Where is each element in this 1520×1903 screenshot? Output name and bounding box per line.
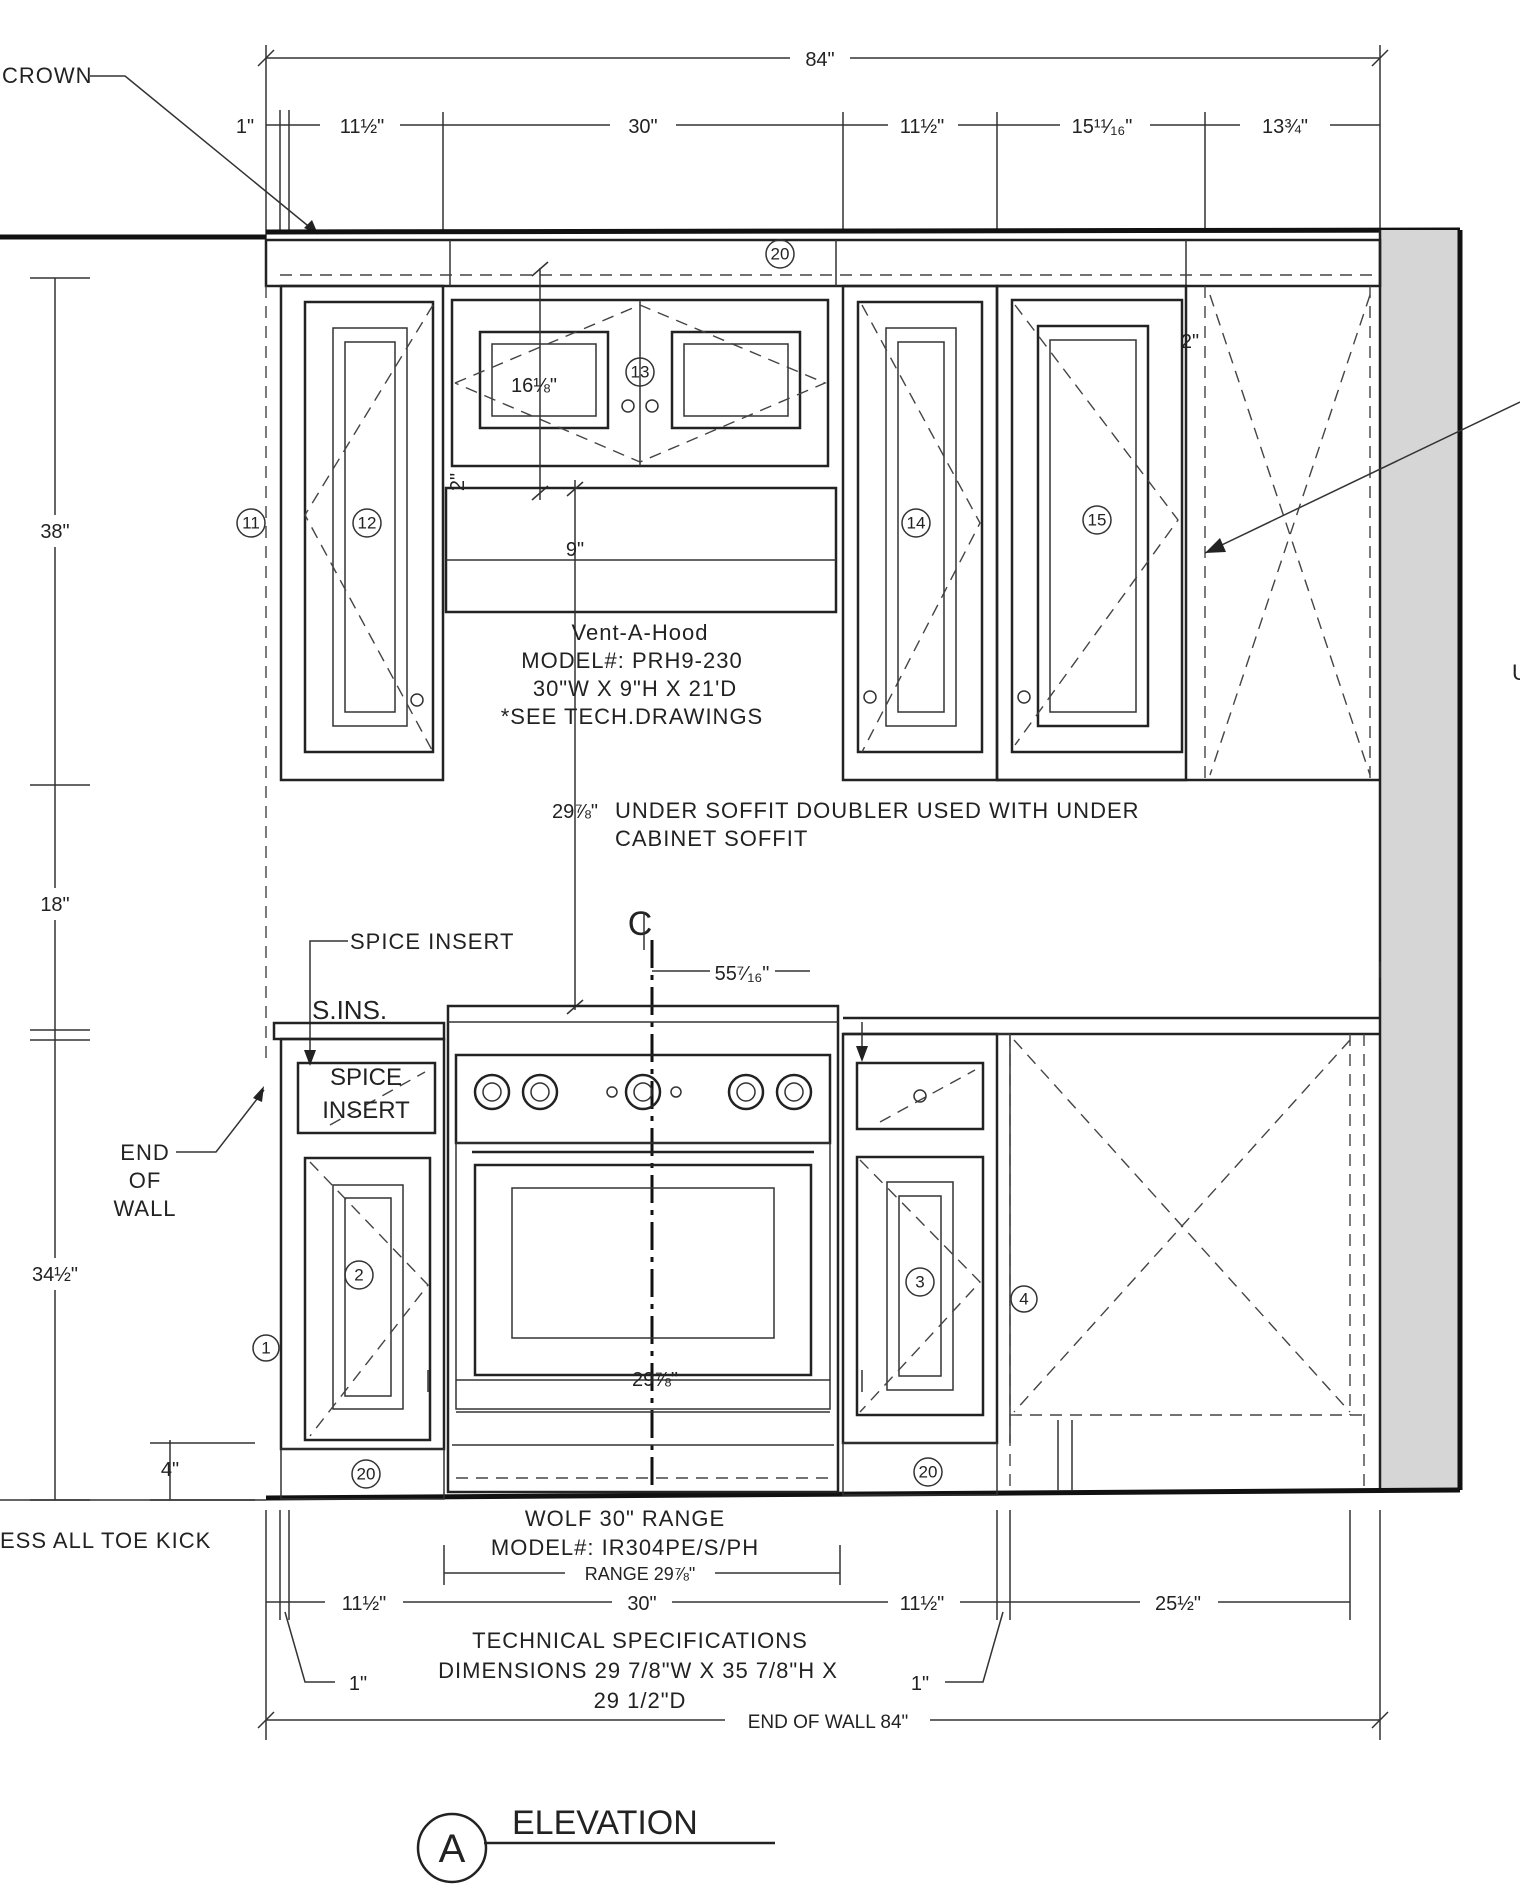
- upper-filler: [997, 286, 1380, 782]
- cabinet-number-20-left-kick: 20: [357, 1465, 376, 1484]
- soffit-note-line1: UNDER SOFFIT DOUBLER USED WITH UNDER: [615, 798, 1140, 823]
- cabinet-number-3: 3: [915, 1273, 924, 1292]
- tech-spec-title: TECHNICAL SPECIFICATIONS: [472, 1628, 808, 1653]
- dim-right-one: 1": [911, 1673, 929, 1695]
- dim-end-space: 13¾": [1262, 116, 1308, 138]
- range-label-model: MODEL#: IR304PE/S/PH: [491, 1535, 759, 1560]
- elevation-title-text: ELEVATION: [512, 1804, 698, 1842]
- hood-height-dim: 9": [566, 539, 584, 561]
- cabinet-number-15: 15: [1088, 511, 1107, 530]
- crown-leader: [90, 75, 319, 235]
- toe-kick-note: ESS ALL TOE KICK: [0, 1528, 211, 1553]
- centerline-symbol: C: [628, 905, 653, 943]
- overall-width-dim: 84": [805, 49, 834, 71]
- end-of-wall-label-2: OF: [129, 1168, 162, 1193]
- dim-hood-width: 30": [628, 116, 657, 138]
- dim-left-upper: 11½": [340, 116, 385, 138]
- cabinet-number-11: 11: [242, 514, 260, 533]
- upper-cabinet-14: 14: [841, 284, 999, 782]
- hood-center-dim: 29⅞": [552, 801, 598, 823]
- cabinet-number-13: 13: [631, 363, 650, 382]
- range-width-dim: RANGE 29⅞": [585, 1564, 695, 1584]
- upper-cabinet-12: 12: [279, 284, 445, 782]
- hood-label-size: 30"W X 9"H X 21'D: [533, 676, 737, 701]
- end-of-wall-label-1: END: [120, 1140, 169, 1165]
- cabinet-number-1: 1: [261, 1339, 270, 1358]
- end-of-wall-dim: END OF WALL 84": [748, 1712, 909, 1733]
- dim-right-upper: 11½": [900, 116, 945, 138]
- spice-box-label-2: INSERT: [322, 1097, 410, 1124]
- dim-range-bay: 30": [627, 1593, 656, 1615]
- dim-left-one: 1": [349, 1673, 367, 1695]
- hood-label-note: *SEE TECH.DRAWINGS: [501, 704, 763, 729]
- range-inner-dim: 29⅞": [632, 1369, 678, 1391]
- dim-upper-height: 38": [40, 521, 69, 543]
- range: 29⅞": [446, 1004, 840, 1494]
- dim-open-space: 25½": [1155, 1593, 1201, 1615]
- end-of-wall-leader: [176, 1089, 265, 1153]
- end-of-wall-label-3: WALL: [113, 1196, 176, 1221]
- tall-gap-dim: 2": [1181, 331, 1199, 353]
- tech-spec-depth: 29 1/2"D: [594, 1688, 687, 1713]
- range-hood: 9" Vent-A-Hood MODEL#: PRH9-230 30"W X 9…: [444, 480, 838, 1015]
- soffit-note-line2: CABINET SOFFIT: [615, 826, 808, 851]
- crown-molding: 20: [264, 238, 1382, 288]
- dim-tall-upper: 15¹¹⁄₁₆": [1072, 116, 1133, 138]
- range-label-brand: WOLF 30" RANGE: [525, 1506, 725, 1531]
- cabinet-number-20-crown: 20: [771, 245, 790, 264]
- dim-counter-gap: 18": [40, 894, 69, 916]
- dim-left-base: 11½": [342, 1593, 387, 1615]
- cabinet-number-20-right-kick: 20: [919, 1463, 938, 1482]
- elevation-letter: A: [439, 1827, 466, 1871]
- bottom-dimensions: RANGE 29⅞" 11½" 30" 11½" 25½" 1" 1" END …: [257, 1510, 1389, 1740]
- crown-label: CROWN: [2, 63, 93, 88]
- mw-height-dim: 16⅛": [511, 375, 557, 397]
- base-open-space: [1009, 1034, 1365, 1490]
- left-countertop: [272, 1021, 446, 1041]
- hood-label-brand: Vent-A-Hood: [572, 620, 709, 645]
- spice-insert-short-label: S.INS.: [312, 995, 387, 1025]
- base-cabinet-3: 3 20: [841, 1032, 999, 1496]
- dim-toe-kick: 4": [161, 1459, 179, 1481]
- top-dimensions: 84" 1" 11½" 30" 11½" 15¹¹⁄₁₆" 13¾": [236, 45, 1389, 240]
- cabinet-number-4: 4: [1019, 1290, 1028, 1309]
- dim-right-base: 11½": [900, 1593, 945, 1615]
- dim-1in: 1": [236, 116, 254, 138]
- elevation-title: A ELEVATION: [416, 1804, 775, 1884]
- upper-cabinet-15: 15 2": [995, 284, 1199, 782]
- cabinet-number-12: 12: [358, 514, 377, 533]
- cabinet-number-14: 14: [907, 514, 926, 533]
- side-wall: [1380, 230, 1460, 1490]
- dim-base-height: 34½": [32, 1264, 78, 1286]
- filler-leader: [1204, 401, 1520, 554]
- center-offset-dim: 55⁷⁄₁₆": [715, 963, 770, 985]
- base-cabinet-2: 2 20: [279, 1037, 446, 1500]
- spice-insert-leader: [309, 940, 348, 1058]
- hood-label-model: MODEL#: PRH9-230: [521, 648, 742, 673]
- left-dimensions: 38" 18" 34½" 4": [30, 277, 255, 1501]
- cabinet-number-2: 2: [354, 1266, 363, 1285]
- upper-cabinet-13: 13 16⅛" 2": [447, 261, 830, 501]
- spice-insert-label: SPICE INSERT: [350, 929, 514, 954]
- right-cut-label: U: [1512, 660, 1520, 685]
- tech-spec-dimensions: DIMENSIONS 29 7/8"W X 35 7/8"H X: [438, 1658, 838, 1683]
- spice-box-label-1: SPICE: [330, 1064, 402, 1091]
- mw-gap-dim: 2": [447, 473, 469, 491]
